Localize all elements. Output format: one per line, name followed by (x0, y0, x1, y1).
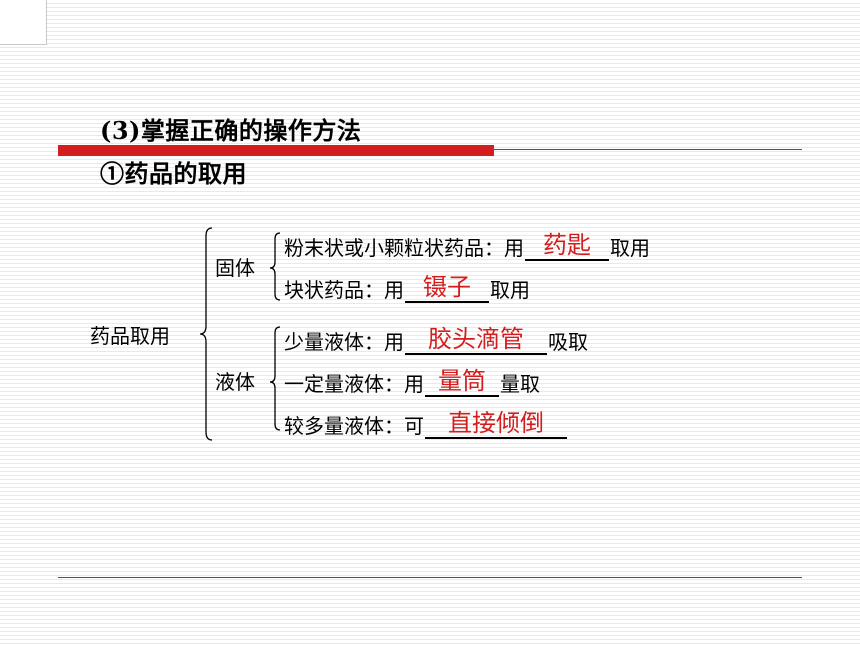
corner-square-decoration (0, 0, 47, 45)
answer-blank: 量筒 (425, 367, 499, 397)
solid-brace (269, 232, 281, 301)
liquid-brace (269, 326, 281, 431)
answer-text: 药匙 (543, 231, 591, 259)
row-prefix: 块状药品：用 (284, 278, 404, 302)
answer-blank: 胶头滴管 (405, 325, 547, 355)
solid-row-lump: 块状药品：用 镊子 取用 (284, 273, 530, 303)
row-prefix: 一定量液体：用 (284, 372, 424, 396)
footer-red-line (58, 577, 802, 578)
row-suffix: 量取 (500, 372, 540, 396)
row-prefix: 粉末状或小颗粒状药品：用 (284, 236, 524, 260)
answer-text: 直接倾倒 (448, 409, 544, 437)
answer-text: 镊子 (423, 273, 471, 301)
title-red-bar (58, 145, 494, 156)
row-prefix: 少量液体：用 (284, 330, 404, 354)
solid-row-powder: 粉末状或小颗粒状药品：用 药匙 取用 (284, 231, 650, 261)
root-label: 药品取用 (90, 324, 170, 348)
liquid-row-small: 少量液体：用 胶头滴管 吸取 (284, 325, 588, 355)
answer-blank: 直接倾倒 (425, 409, 567, 439)
answer-text: 量筒 (438, 367, 486, 395)
answer-blank: 药匙 (525, 231, 609, 261)
root-brace (199, 227, 213, 441)
solid-label: 固体 (215, 256, 255, 280)
row-suffix: 取用 (490, 278, 530, 302)
title-red-line (494, 149, 802, 150)
liquid-label: 液体 (215, 370, 255, 394)
liquid-row-measured: 一定量液体：用 量筒 量取 (284, 367, 540, 397)
liquid-row-large: 较多量液体：可 直接倾倒 (284, 409, 568, 439)
answer-text: 胶头滴管 (428, 325, 524, 353)
row-suffix: 吸取 (548, 330, 588, 354)
row-suffix: 取用 (610, 236, 650, 260)
row-prefix: 较多量液体：可 (284, 414, 424, 438)
subsection-heading: ①药品的取用 (100, 159, 247, 188)
section-heading: (3)掌握正确的操作方法 (100, 116, 362, 145)
answer-blank: 镊子 (405, 273, 489, 303)
